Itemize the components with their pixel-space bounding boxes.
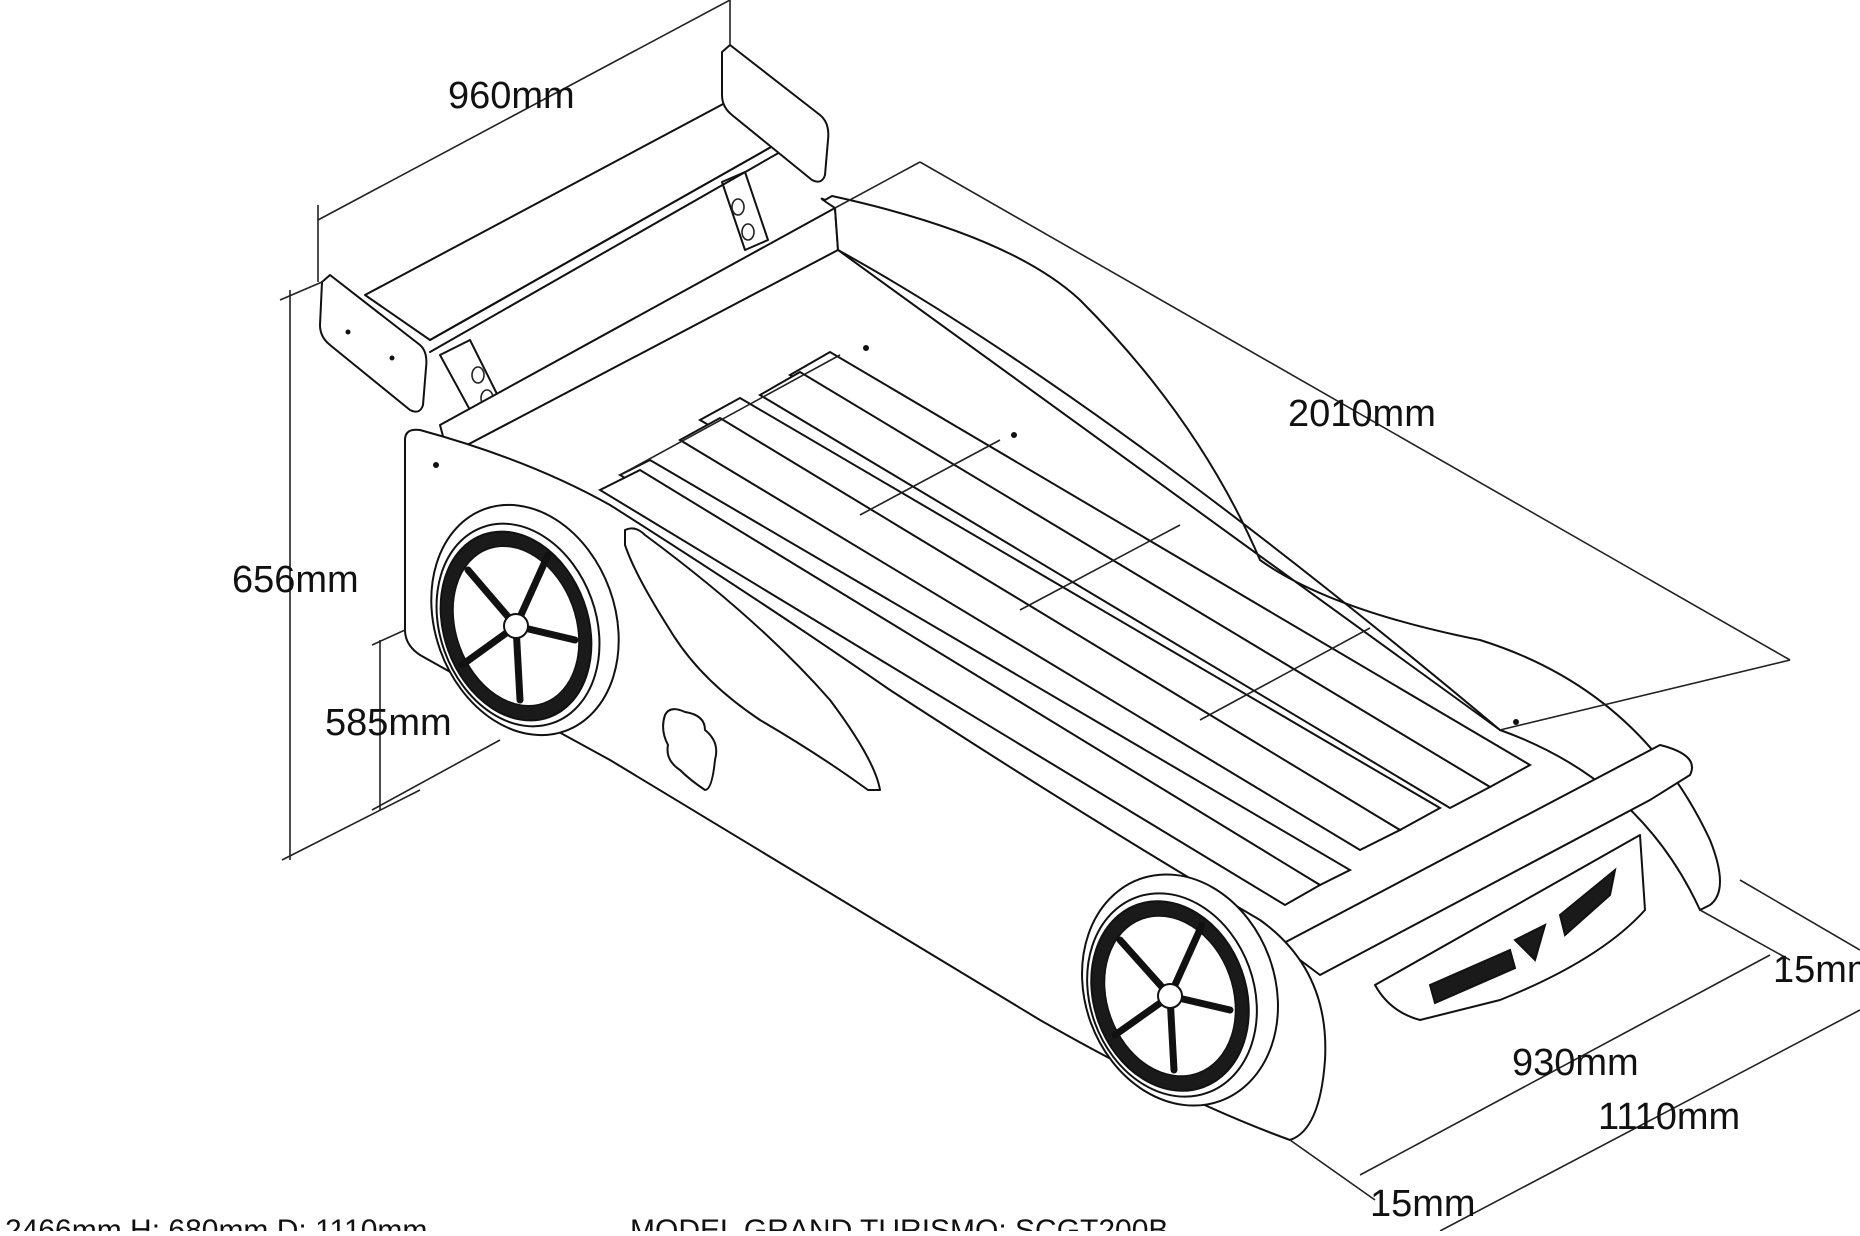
spoiler-endplate-left bbox=[319, 274, 428, 413]
front-vent-right bbox=[1558, 867, 1617, 937]
dimension-labels: 960mm 2010mm 656mm 585mm 930mm 1110mm 15… bbox=[232, 75, 1860, 1225]
footer-text: 2466mm H: 680mm D: 1110mm MODEL GRAND TU… bbox=[5, 1214, 1168, 1236]
label-side-height: 585mm bbox=[325, 702, 452, 744]
label-rear-gap: 15mm bbox=[1773, 949, 1860, 991]
bed-slats bbox=[597, 350, 1533, 907]
model-name-text: MODEL GRAND TURISMO: SCGT200B bbox=[630, 1214, 1168, 1231]
wheel-rear bbox=[430, 503, 620, 737]
overall-size-text: 2466mm H: 680mm D: 1110mm bbox=[5, 1214, 427, 1231]
label-inner-width: 930mm bbox=[1512, 1042, 1639, 1084]
label-outer-width: 1110mm bbox=[1598, 1096, 1740, 1138]
spoiler-endplate-right bbox=[721, 44, 830, 183]
label-front-gap: 15mm bbox=[1370, 1183, 1476, 1225]
front-vent-left bbox=[1428, 948, 1517, 1005]
bed-body bbox=[404, 195, 1721, 1141]
label-total-height: 656mm bbox=[232, 559, 359, 601]
far-side-panel bbox=[820, 195, 1721, 911]
rear-spoiler bbox=[319, 44, 830, 413]
label-spoiler-width: 960mm bbox=[448, 75, 575, 117]
label-length: 2010mm bbox=[1288, 393, 1436, 435]
wheel-front bbox=[1081, 873, 1279, 1107]
spoiler-strut-right bbox=[721, 171, 769, 251]
front-bumper bbox=[1374, 834, 1646, 1021]
side-scoop bbox=[624, 527, 881, 791]
front-vent-center bbox=[1513, 923, 1547, 962]
front-nose bbox=[1279, 744, 1693, 976]
dimension-lines bbox=[279, 0, 1860, 1232]
side-decal bbox=[662, 708, 718, 791]
